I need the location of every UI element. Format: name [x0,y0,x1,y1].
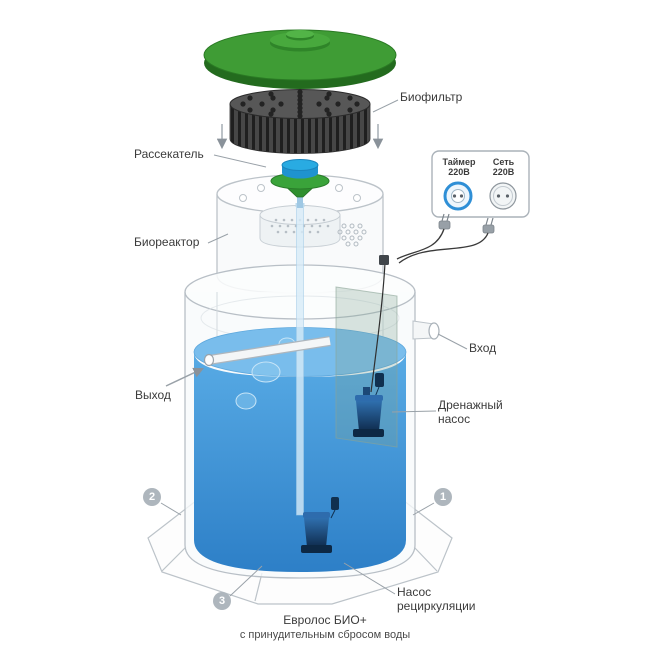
label-outlet: Выход [135,388,171,402]
caption: Евролос БИО+ с принудительным сбросом во… [0,613,650,641]
label-recirc-pump-line2: рециркуляции [397,599,476,613]
inner-chamber [335,286,398,448]
bubbles [235,337,296,410]
plug-icon [438,220,495,234]
bioreactor-perforated-patch [337,223,367,247]
electrical-box [431,150,530,218]
marker-2: 2 [143,488,161,506]
diffuser [270,159,330,208]
label-bioreactor: Биореактор [134,235,200,249]
label-mains-line1: Сеть [492,157,515,167]
marker-1: 1 [434,488,452,506]
caption-subtitle: с принудительным сбросом воды [239,629,411,641]
inlet-pipe [412,320,440,340]
power-cables [379,213,495,265]
mains-socket [489,182,517,210]
outlet-arrow [165,367,204,387]
caption-product-name: Евролос БИО+ [283,613,367,627]
biofilter-top-holes [240,89,360,119]
label-drain-pump: Дренажный насос [438,398,503,426]
label-inlet: Вход [469,341,497,355]
leader-lines [160,99,468,597]
bioreactor-top-holes [239,184,361,202]
biofilter-brush [229,89,371,154]
label-biofilter: Биофильтр [400,90,463,104]
label-timer: Таймер 220В [434,157,484,177]
label-recirc-pump-line1: Насос [397,585,432,599]
outlet-pipe [203,336,331,367]
tank-connector [379,255,389,265]
label-diffuser: Рассекатель [134,147,204,161]
label-recirc-pump: Насос рециркуляции [397,585,476,613]
label-mains: Сеть 220В [481,157,526,177]
recirculation-pump [301,497,339,553]
label-timer-line1: Таймер [442,157,476,167]
flow-arrows [216,124,384,150]
marker-3: 3 [213,592,231,610]
timer-socket [443,181,473,211]
drainage-pump [353,262,386,437]
label-drain-pump-line1: Дренажный [438,398,503,412]
label-mains-line2: 220В [492,167,515,177]
center-pipe [295,203,305,516]
label-timer-line2: 220В [448,167,470,177]
label-drain-pump-line2: насос [438,412,471,426]
lid [203,29,397,89]
